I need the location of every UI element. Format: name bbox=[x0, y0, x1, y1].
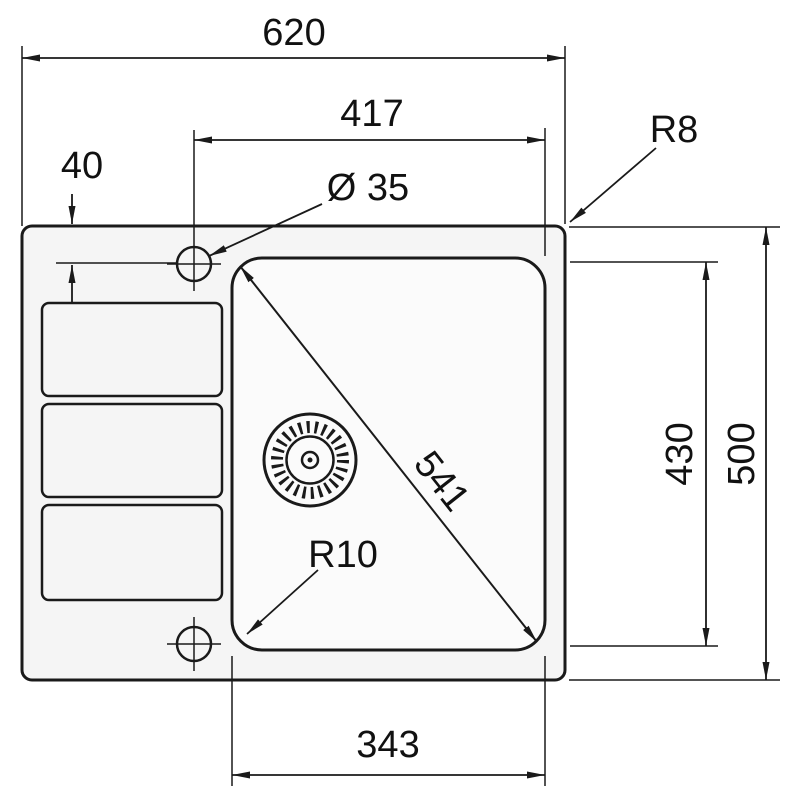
dim-label-diameter-35: Ø 35 bbox=[327, 167, 409, 209]
dim-label-343: 343 bbox=[356, 724, 419, 766]
drainboard-groove-1 bbox=[40, 301, 224, 398]
dim-label-620: 620 bbox=[262, 12, 325, 54]
drainboard-groove-2 bbox=[40, 402, 224, 499]
leader-line-r10 bbox=[246, 569, 319, 635]
leader-line-r8 bbox=[569, 147, 657, 223]
leader-line-diameter-35 bbox=[208, 203, 323, 257]
dim-label-417: 417 bbox=[340, 93, 403, 135]
drain-center-dot bbox=[307, 457, 313, 463]
dim-label-r8: R8 bbox=[650, 109, 699, 151]
dim-label-r10: R10 bbox=[308, 534, 378, 576]
dim-line-541-diagonal bbox=[239, 265, 538, 643]
dim-label-40: 40 bbox=[61, 145, 103, 187]
drainboard-groove-3 bbox=[40, 503, 224, 602]
dim-label-500: 500 bbox=[721, 422, 763, 485]
dim-label-430: 430 bbox=[659, 422, 701, 485]
